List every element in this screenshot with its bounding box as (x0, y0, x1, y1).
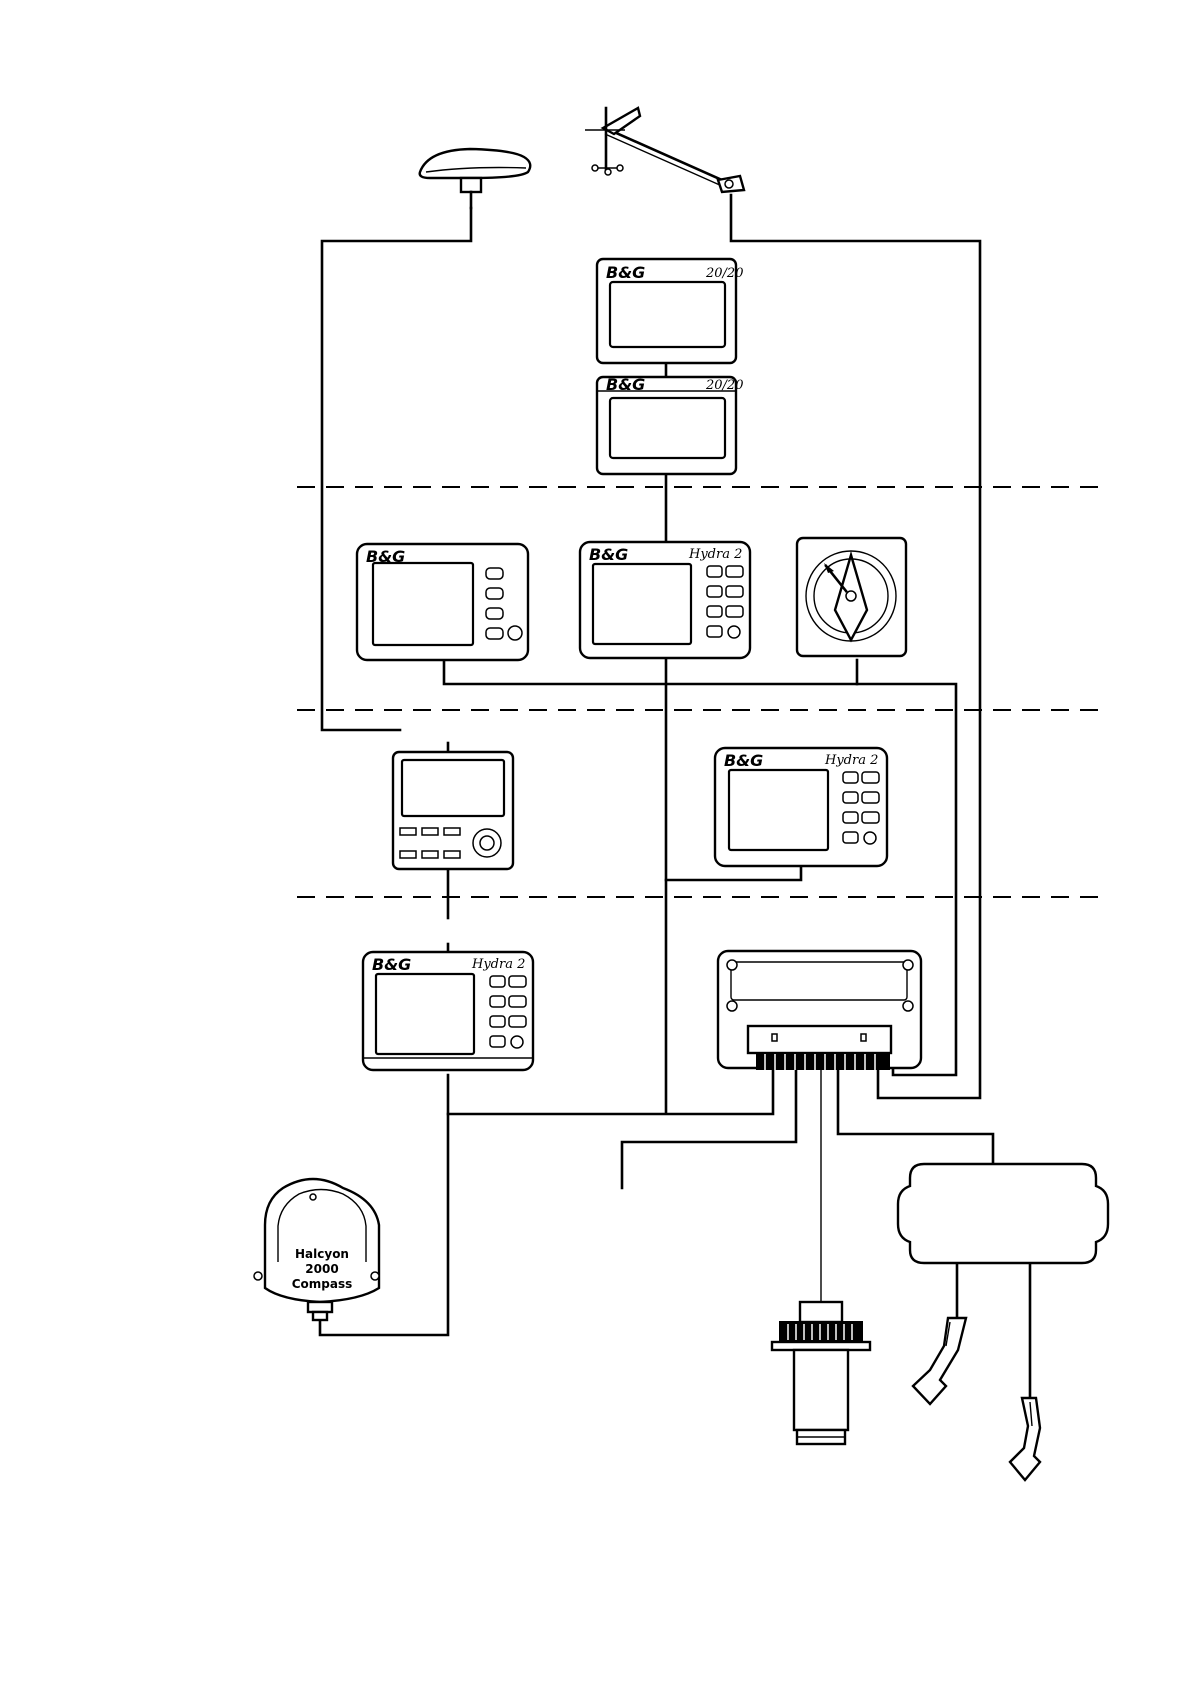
twenty-twenty-display-lower: B&G 20/20 (597, 375, 743, 474)
masthead-unit (585, 108, 744, 192)
paddle-sensor-1 (913, 1318, 966, 1404)
interface-box-cable (838, 1070, 993, 1164)
gps-antenna (420, 149, 531, 208)
system-processor-unit (718, 951, 921, 1070)
compass-label-line-1: Halcyon (295, 1247, 349, 1261)
display-model-label: Hydra 2 (471, 957, 525, 972)
hydra-display-right: B&G Hydra 2 (715, 748, 887, 866)
display-model-label: Hydra 2 (688, 547, 742, 562)
server-input-cable (448, 1070, 773, 1114)
terminal-block (756, 1053, 890, 1070)
halcyon-compass: Halcyon 2000 Compass (254, 1179, 379, 1320)
multifunction-display-left: B&G (357, 544, 528, 660)
compass-label-line-3: Compass (292, 1277, 353, 1291)
display-model-label: Hydra 2 (824, 753, 878, 768)
hydra-display-bottom: B&G Hydra 2 (363, 952, 533, 1070)
display-model-label: 20/20 (705, 266, 743, 281)
upper-hydra-cable (666, 868, 801, 880)
autopilot-controller (393, 752, 513, 869)
auxiliary-output-cable (622, 1070, 796, 1188)
analogue-wind-dial (797, 538, 906, 656)
display-model-label: 20/20 (705, 378, 743, 393)
brand-logo: B&G (589, 545, 628, 564)
brand-logo: B&G (724, 751, 763, 770)
sensor-interface-box (898, 1164, 1108, 1263)
twenty-twenty-display-top: B&G 20/20 (597, 259, 743, 363)
brand-logo: B&G (372, 955, 411, 974)
hydra-display-middle: B&G Hydra 2 (580, 542, 750, 658)
brand-logo: B&G (606, 263, 645, 282)
depth-transducer (772, 1302, 870, 1444)
compass-label-line-2: 2000 (305, 1262, 338, 1276)
brand-logo: B&G (606, 375, 645, 394)
paddle-sensor-2 (1010, 1398, 1040, 1480)
